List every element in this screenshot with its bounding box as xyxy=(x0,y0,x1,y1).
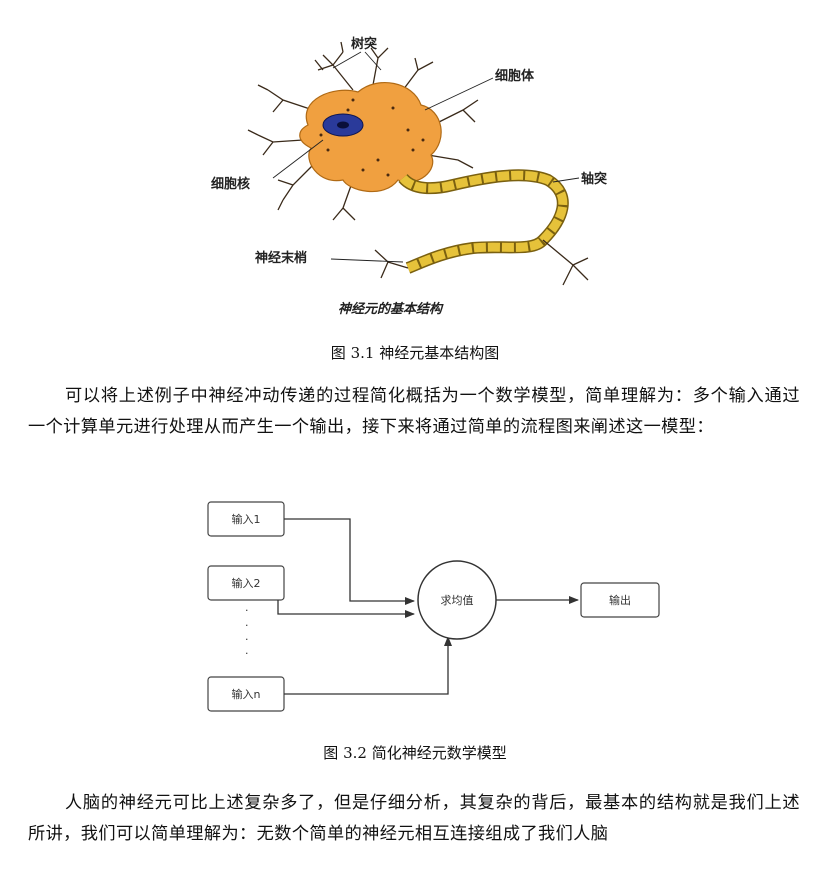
mean-process-node: 求均值 xyxy=(417,560,497,640)
neuron-figure: 树突 细胞体 细胞核 轴突 神经末梢 神经元的基本结构 xyxy=(203,30,615,322)
label-nucleus: 细胞核 xyxy=(211,176,250,192)
neuron-illustration: 树突 细胞体 细胞核 轴突 神经末梢 神经元的基本结构 xyxy=(203,30,615,322)
connector-arrows xyxy=(277,518,579,695)
input1-box: 输入1 xyxy=(207,501,285,537)
input2-label: 输入2 xyxy=(232,576,261,590)
process-label: 求均值 xyxy=(441,594,474,607)
cell-body-shape xyxy=(299,82,442,193)
label-cell-body: 细胞体 xyxy=(495,68,535,84)
paragraph-2: 人脑的神经元可比上述复杂多了，但是仔细分析，其复杂的背后，最基本的结构就是我们上… xyxy=(28,793,800,844)
figure2-caption: 图 3.2 简化神经元数学模型 xyxy=(323,744,507,762)
paragraph-1: 可以将上述例子中神经冲动传递的过程简化概括为一个数学模型，简单理解为：多个输入通… xyxy=(28,386,800,437)
inputn-box: 输入n xyxy=(207,676,285,712)
label-dendrite: 树突 xyxy=(351,36,377,52)
inputn-label: 输入n xyxy=(232,687,261,701)
flow-diagram: 输入1 输入2 · · · · 输入n 求均值 xyxy=(198,490,668,720)
label-axon: 轴突 xyxy=(581,171,607,187)
svg-text:·: · xyxy=(245,604,249,617)
svg-text:·: · xyxy=(245,619,249,632)
figure1-caption: 图 3.1 神经元基本结构图 xyxy=(330,344,500,362)
output-label: 输出 xyxy=(609,593,631,607)
input1-label: 输入1 xyxy=(232,512,261,526)
input2-box: 输入2 xyxy=(207,565,285,601)
neuron-inner-title: 神经元的基本结构 xyxy=(338,301,444,317)
svg-text:·: · xyxy=(245,647,249,660)
output-box: 输出 xyxy=(580,582,660,618)
svg-text:·: · xyxy=(245,633,249,646)
axon-myelin xyxy=(399,170,568,273)
ellipsis-dots: · · · · xyxy=(245,604,249,660)
label-terminal: 神经末梢 xyxy=(255,250,307,266)
